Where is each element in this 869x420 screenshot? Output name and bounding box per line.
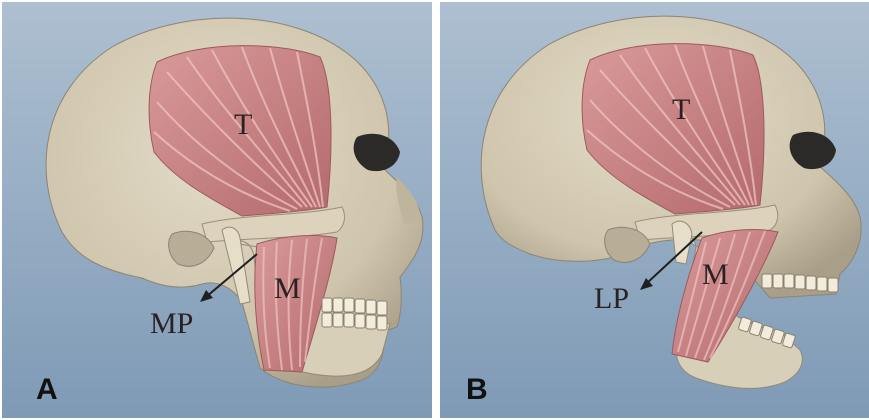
label-medial-pterygoid: MP (150, 309, 193, 339)
panel-letter-a: A (36, 375, 58, 405)
panel-letter-b: B (466, 375, 488, 405)
panel-a: T M MP A (2, 2, 432, 418)
label-temporalis: T (234, 110, 252, 140)
panel-b: T M LP B (440, 2, 869, 418)
skull-illustration-closed (2, 2, 432, 418)
label-temporalis: T (672, 95, 690, 125)
skull-illustration-open (440, 2, 869, 418)
label-masseter: M (274, 274, 301, 304)
label-lateral-pterygoid: LP (594, 284, 629, 314)
label-masseter: M (702, 260, 729, 290)
